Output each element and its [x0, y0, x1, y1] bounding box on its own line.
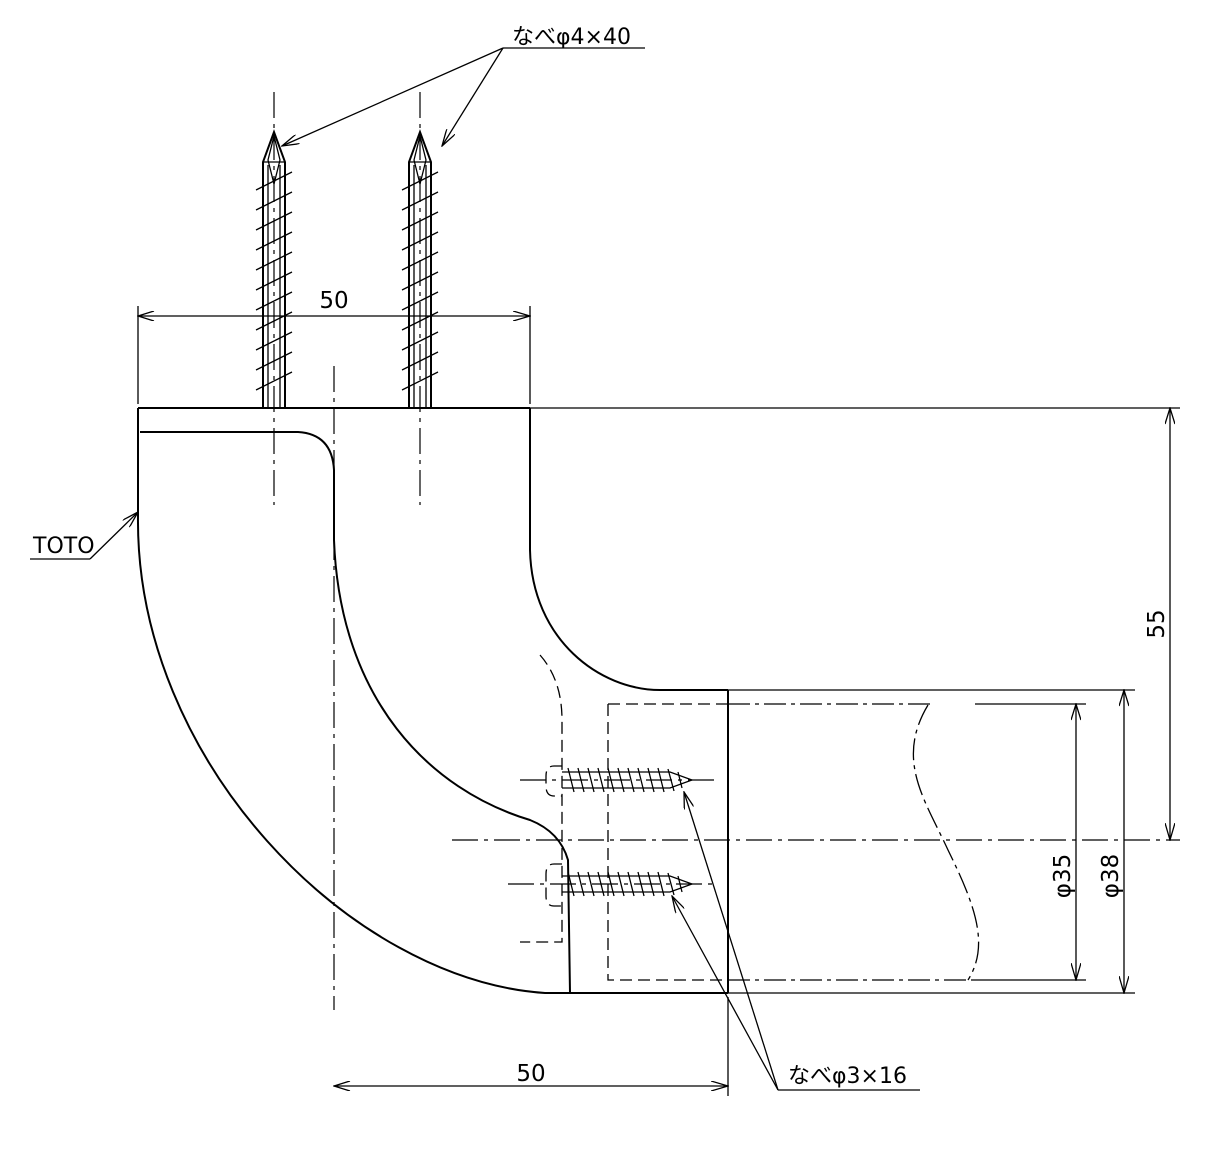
elbow-body: [136, 407, 1135, 994]
large-screw-right: [401, 129, 439, 408]
dimension-inner-diameter: φ35: [975, 704, 1086, 980]
dimension-top-width: 50: [138, 288, 530, 404]
pipe-phantom: [607, 703, 980, 981]
leader-brand: TOTO: [30, 512, 138, 560]
dimension-outer-diameter: φ38: [1098, 690, 1124, 993]
leader-large-screw: なべφ4×40: [282, 25, 645, 146]
dimension-inner-diameter-value: φ35: [1050, 854, 1076, 898]
brand-label: TOTO: [32, 534, 95, 559]
dimension-height-value: 55: [1144, 609, 1170, 638]
dimension-bottom-width: 50: [334, 997, 728, 1096]
dimension-outer-diameter-value: φ38: [1098, 854, 1124, 898]
dimension-height: 55: [530, 408, 1180, 840]
small-screw-lower: [545, 863, 694, 907]
leader-small-screw: なべφ3×16: [672, 792, 920, 1091]
small-screw-upper: [545, 765, 694, 797]
elbow-hidden-edge: [520, 654, 563, 943]
large-screw-label: なべφ4×40: [512, 25, 631, 50]
center-lines: [273, 92, 1180, 1010]
small-screw-label: なべφ3×16: [788, 1064, 907, 1089]
dimension-bottom-width-value: 50: [516, 1061, 545, 1087]
large-screw-left: [255, 129, 293, 408]
dimension-top-width-value: 50: [319, 288, 348, 314]
